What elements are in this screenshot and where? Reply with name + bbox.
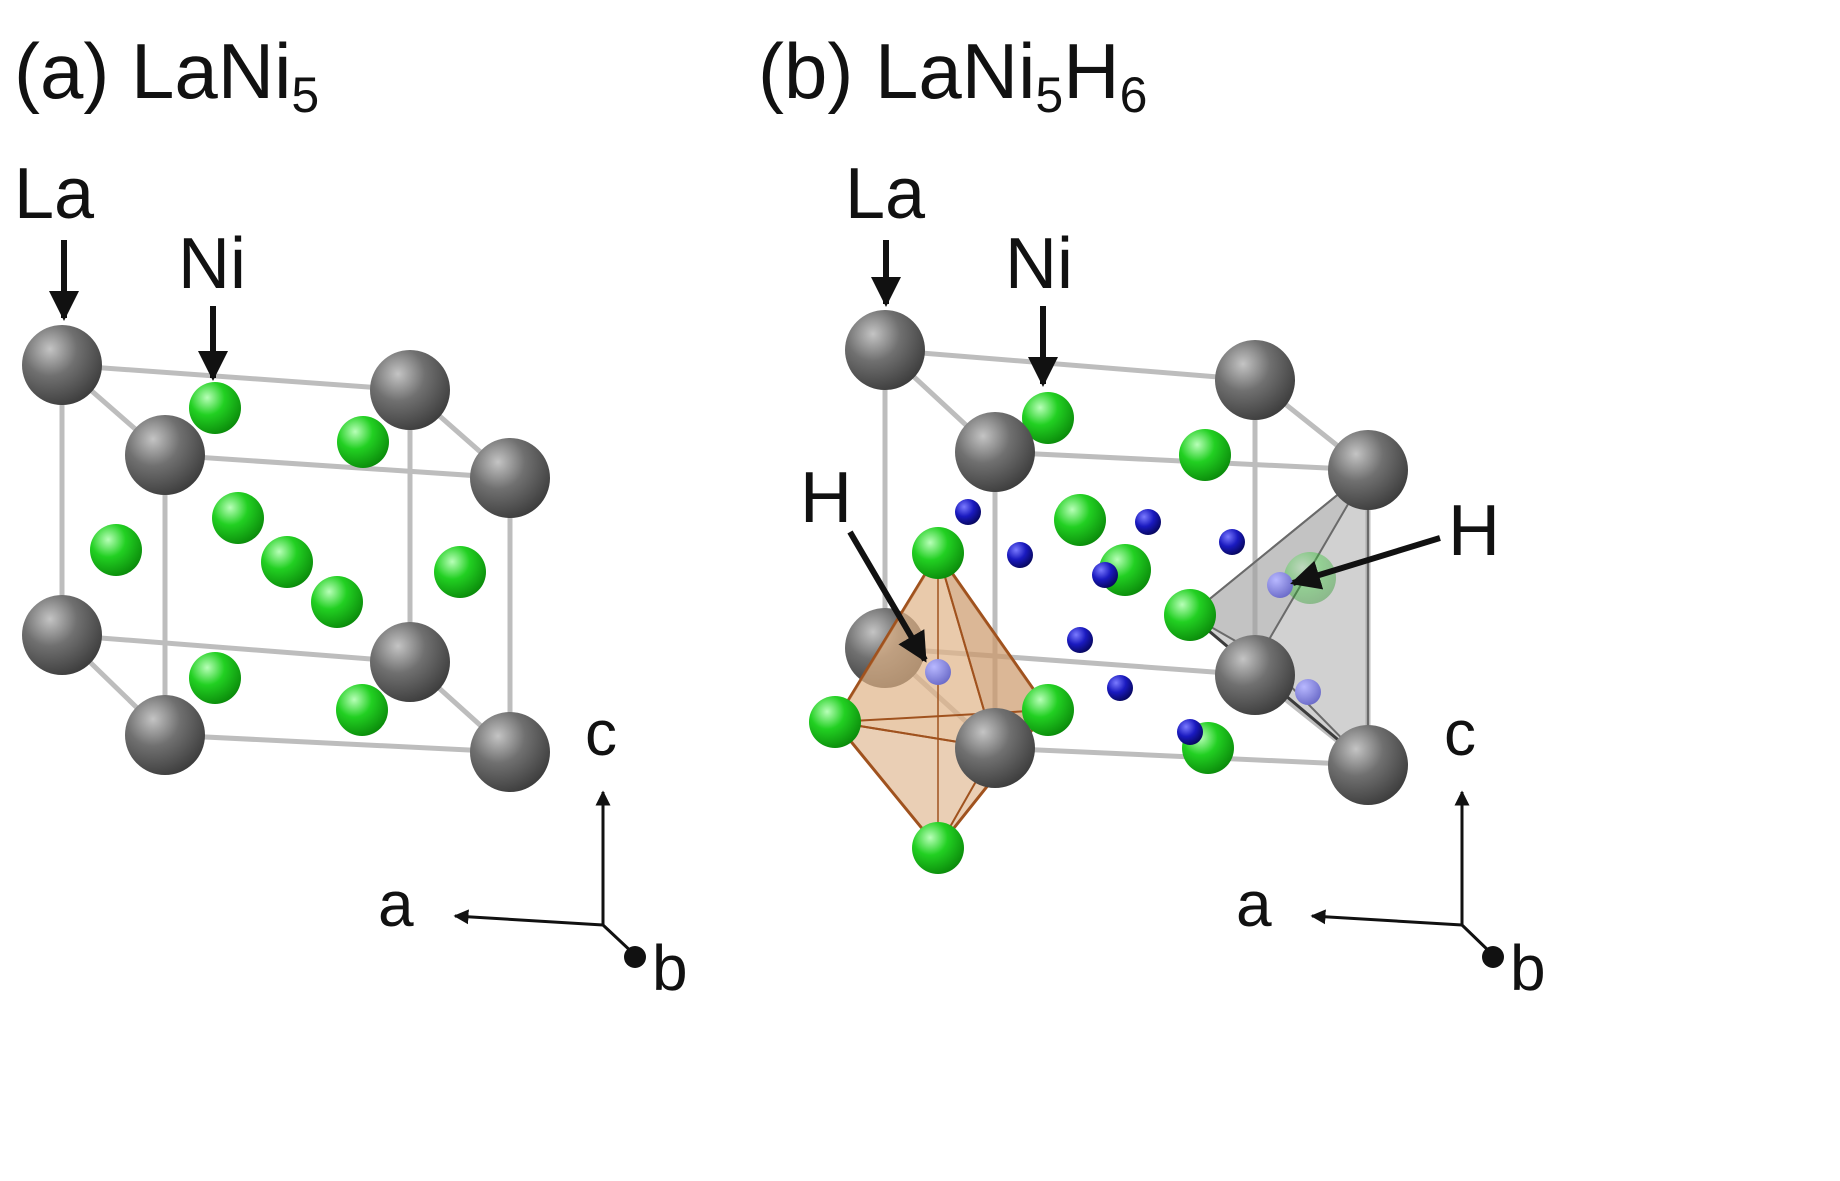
la-atom — [955, 708, 1035, 788]
panel-a-ni-label: Ni — [178, 224, 246, 304]
ni-atom — [311, 576, 363, 628]
panel-b-h-label-right: H — [1448, 491, 1500, 571]
h-atom — [955, 499, 981, 525]
ni-atom — [912, 527, 964, 579]
panel-a: (a) LaNi5 — [14, 27, 688, 1004]
h-atom — [1219, 529, 1245, 555]
panel-b-la-label: La — [845, 154, 926, 234]
h-atom — [1107, 675, 1133, 701]
la-atom — [370, 622, 450, 702]
la-atom — [845, 310, 925, 390]
panel-b-title-sub2: 6 — [1120, 67, 1148, 123]
axis-a-arrow — [1310, 909, 1463, 927]
panel-b-h-atoms — [955, 499, 1321, 745]
panel-b-h-label-left: H — [800, 458, 852, 538]
ni-atom — [336, 684, 388, 736]
axis-b-label: b — [1510, 932, 1546, 1004]
panel-a-title-sub: 5 — [291, 67, 319, 123]
panel-a-title-main: (a) LaNi — [14, 27, 291, 115]
h-atom — [1267, 572, 1293, 598]
tetrahedron — [1188, 467, 1369, 768]
ni-atom — [337, 416, 389, 468]
axis-c-label: c — [1444, 697, 1476, 769]
panel-a-ni-atoms — [90, 382, 486, 736]
ni-atom — [1054, 494, 1106, 546]
ni-atom — [434, 546, 486, 598]
h-atom — [1177, 719, 1203, 745]
axis-b-dot — [1482, 946, 1504, 968]
ni-atom — [1022, 392, 1074, 444]
panel-b-title-main: (b) LaNi — [758, 27, 1035, 115]
panel-b-axes: c a b — [1236, 697, 1546, 1004]
la-atom — [22, 325, 102, 405]
axis-a-label: a — [1236, 868, 1272, 940]
la-atom — [125, 415, 205, 495]
h-atom — [1135, 509, 1161, 535]
ni-atom — [1022, 684, 1074, 736]
la-atom — [1215, 635, 1295, 715]
h-atom — [925, 659, 951, 685]
ni-atom — [189, 652, 241, 704]
la-atom — [470, 712, 550, 792]
panel-b-ni-atoms-front — [809, 527, 1074, 874]
axis-a-label: a — [378, 868, 414, 940]
la-atom — [22, 595, 102, 675]
la-atom — [470, 438, 550, 518]
h-atom — [1295, 679, 1321, 705]
ni-atom — [261, 536, 313, 588]
ni-atom — [189, 382, 241, 434]
ni-atom — [90, 524, 142, 576]
panel-b-title-sub1: 5 — [1035, 67, 1063, 123]
la-atom — [125, 695, 205, 775]
panel-b-title: (b) LaNi5H6 — [758, 27, 1147, 123]
la-atom — [1328, 430, 1408, 510]
panel-b-h-arrow-right — [1290, 535, 1441, 590]
h-atom — [1007, 542, 1033, 568]
panel-a-la-label: La — [14, 154, 95, 234]
ni-atom — [912, 822, 964, 874]
panel-a-axes: c a b — [378, 697, 688, 1004]
h-atom — [1067, 627, 1093, 653]
ni-atom — [809, 696, 861, 748]
axis-c-label: c — [585, 697, 617, 769]
ni-atom — [1164, 589, 1216, 641]
panel-b-h-arrow-left — [847, 530, 928, 663]
panel-b-title-mid: H — [1063, 27, 1119, 115]
la-atom — [955, 412, 1035, 492]
la-atom — [1328, 725, 1408, 805]
la-atom — [1215, 340, 1295, 420]
axis-b-label: b — [652, 932, 688, 1004]
panel-a-title: (a) LaNi5 — [14, 27, 319, 123]
panel-b: (b) LaNi5H6 — [758, 27, 1546, 1004]
panel-a-la-atoms — [22, 325, 550, 792]
h-atom — [1092, 562, 1118, 588]
panel-b-ni-label: Ni — [1005, 224, 1073, 304]
axis-b-dot — [624, 946, 646, 968]
la-atom — [370, 350, 450, 430]
ni-atom — [212, 492, 264, 544]
panel-b-la-atoms — [845, 310, 1408, 805]
ni-atom — [1179, 429, 1231, 481]
axis-a-arrow — [453, 909, 604, 927]
octahedron — [833, 550, 1050, 851]
